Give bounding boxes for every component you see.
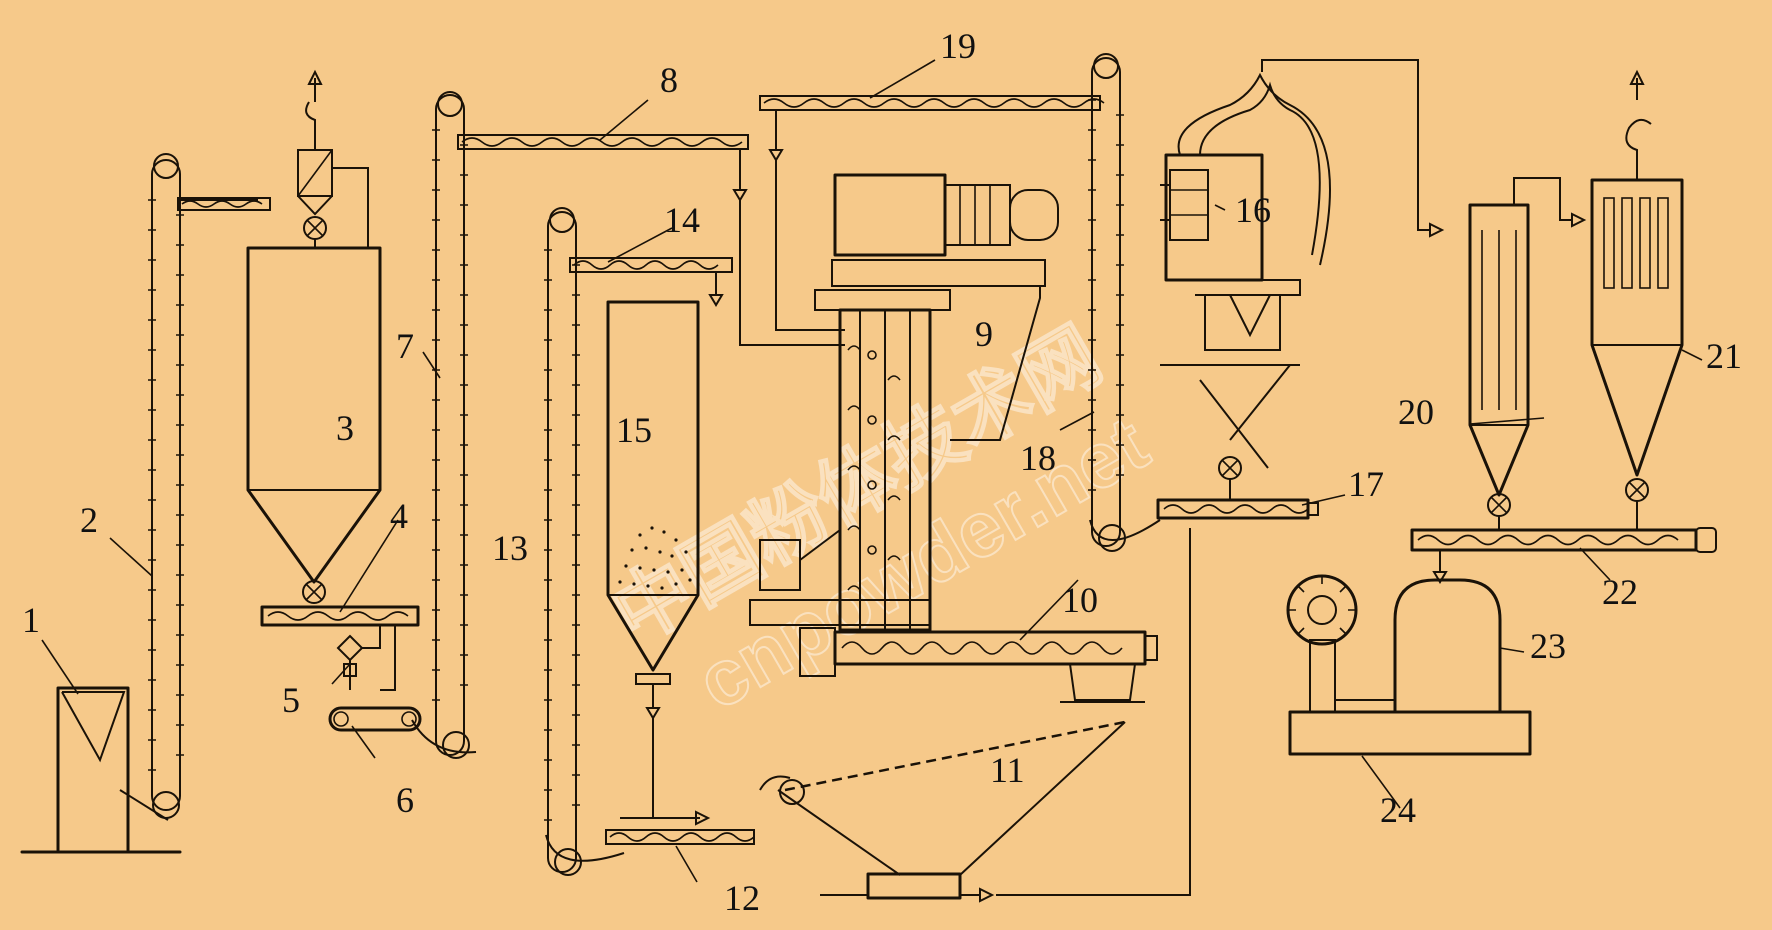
bucket-elevator-13 <box>544 207 625 876</box>
label-22: 22 <box>1602 572 1638 612</box>
label-7: 7 <box>396 326 414 366</box>
label-14: 14 <box>664 200 700 240</box>
label-4: 4 <box>390 496 408 536</box>
packing-bag-23 <box>1393 578 1502 714</box>
leader-lines <box>41 59 1703 883</box>
label-15: 15 <box>616 410 652 450</box>
label-2: 2 <box>80 500 98 540</box>
cyclone-20 <box>1468 177 1587 530</box>
watermark: 中国粉体技术网 cnpowder.net <box>597 310 1163 728</box>
label-13: 13 <box>492 528 528 568</box>
mill-9 <box>749 173 1059 677</box>
inclined-conveyor-11 <box>759 528 1191 903</box>
label-18: 18 <box>1020 438 1056 478</box>
screw-conveyor-22 <box>1410 527 1717 584</box>
label-17: 17 <box>1348 464 1384 504</box>
screw-conveyor-17 <box>1156 479 1319 520</box>
powder-dots <box>618 526 692 590</box>
screw-feeder-4 <box>260 605 420 691</box>
bucket-elevator-7 <box>411 91 477 759</box>
weigher-5 <box>336 625 381 690</box>
label-12: 12 <box>724 878 760 918</box>
label-16: 16 <box>1235 190 1271 230</box>
label-6: 6 <box>396 780 414 820</box>
feed-hopper <box>20 686 182 854</box>
belt-conveyor-6 <box>328 706 422 732</box>
part-number-labels: 1 2 3 4 5 6 7 8 9 10 11 12 13 14 15 16 1… <box>22 26 1742 918</box>
label-1: 1 <box>22 600 40 640</box>
scale-24 <box>1286 574 1532 756</box>
label-19: 19 <box>940 26 976 66</box>
label-3: 3 <box>336 408 354 448</box>
classifier-16 <box>1160 59 1445 480</box>
screw-conveyor-10 <box>833 630 1158 703</box>
label-8: 8 <box>660 60 678 100</box>
bag-filter-21 <box>1590 69 1684 530</box>
label-23: 23 <box>1530 626 1566 666</box>
screw-conveyor-8 <box>457 134 845 346</box>
silo-15 <box>606 300 700 818</box>
label-11: 11 <box>990 750 1025 790</box>
screw-conveyor-14 <box>569 257 733 307</box>
bucket-elevator-2 <box>148 153 271 819</box>
label-21: 21 <box>1706 336 1742 376</box>
label-5: 5 <box>282 680 300 720</box>
bucket-elevator-18 <box>1088 53 1161 552</box>
screw-conveyor-19 <box>759 95 1105 331</box>
label-9: 9 <box>975 314 993 354</box>
label-20: 20 <box>1398 392 1434 432</box>
label-10: 10 <box>1062 580 1098 620</box>
silo-3 <box>246 69 382 604</box>
label-24: 24 <box>1380 790 1416 830</box>
screw-conveyor-12 <box>605 810 755 845</box>
